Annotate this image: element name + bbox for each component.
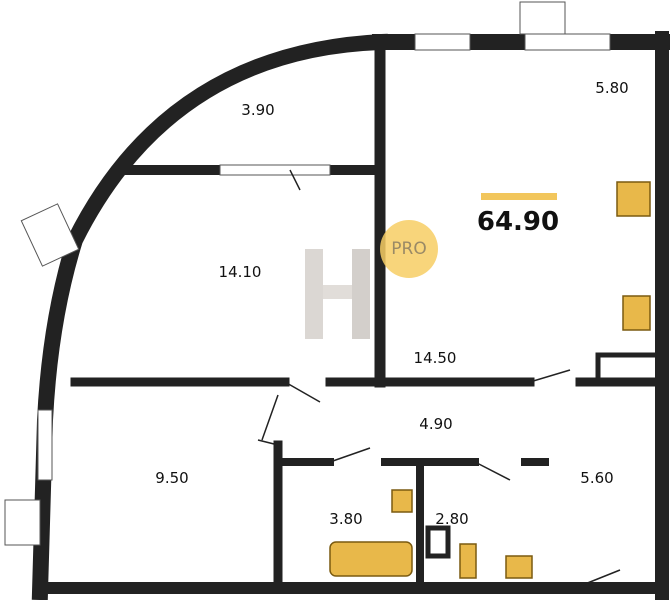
- area-accent-bar: [481, 193, 557, 200]
- room-area: 2.80: [435, 510, 469, 528]
- bath-sink-icon: [391, 489, 413, 513]
- room-area: 5.80: [595, 79, 629, 97]
- windows: [4, 1, 611, 546]
- fixtures: [329, 181, 651, 579]
- logo-h-icon: [305, 249, 370, 339]
- doors: [257, 169, 621, 589]
- room-area: 3.90: [241, 101, 275, 119]
- room-area: 3.80: [329, 510, 363, 528]
- total-area: 64.90: [476, 207, 560, 237]
- room-area: 4.90: [419, 415, 453, 433]
- toilet-sink-icon: [505, 555, 533, 579]
- kitchen-sink-icon: [622, 295, 651, 331]
- bathtub-icon: [329, 541, 413, 577]
- toilet-icon: [459, 543, 477, 579]
- room-area: 14.10: [218, 263, 262, 281]
- room-area: 9.50: [155, 469, 189, 487]
- pro-badge: PRO: [380, 220, 438, 278]
- stove-icon: [616, 181, 651, 217]
- room-area: 5.60: [580, 469, 614, 487]
- shaft-icon: [425, 525, 451, 559]
- walls: [31, 31, 670, 600]
- room-area: 14.50: [413, 349, 457, 367]
